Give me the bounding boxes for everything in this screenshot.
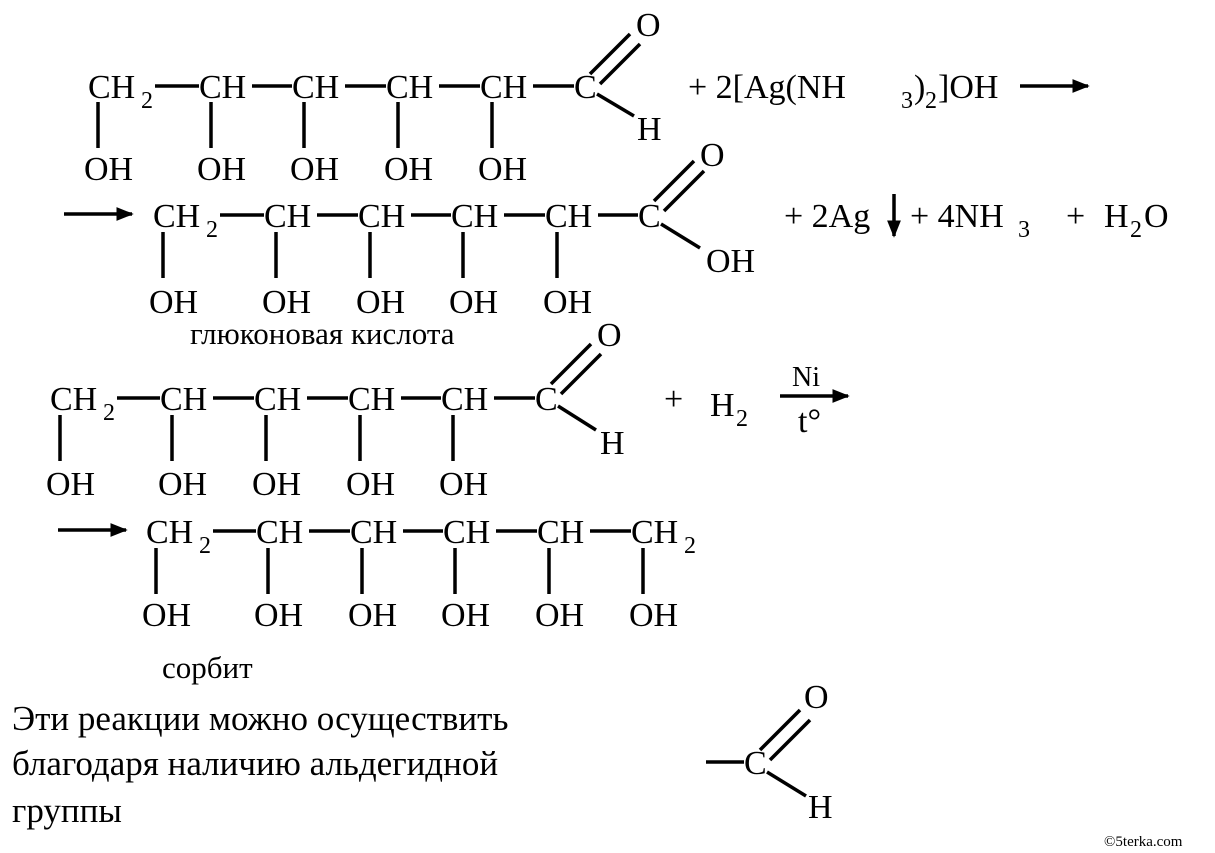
hydroxyl-group: OH [46, 466, 95, 503]
carbonyl-oxygen: O [597, 317, 622, 354]
carbonyl-oxygen: O [636, 7, 661, 44]
ch-group: CH [386, 69, 433, 106]
svg-text:2: 2 [736, 406, 748, 432]
ch-group: CH [350, 514, 397, 551]
hydroxyl-group: OH [449, 284, 498, 321]
svg-text:Эти реакции можно осуществить: Эти реакции можно осуществить [12, 699, 508, 738]
svg-text:CH: CH [50, 381, 97, 418]
svg-text:): ) [914, 69, 925, 106]
svg-text:+ 2[Ag(NH: + 2[Ag(NH [688, 69, 846, 106]
hydroxyl-group: OH [142, 597, 191, 634]
hydroxyl-group: OH [158, 466, 207, 503]
hydroxyl-group: OH [384, 151, 433, 188]
hydroxyl-group: OH [439, 466, 488, 503]
ch-group: CH [441, 381, 488, 418]
hydroxyl-group: OH [348, 597, 397, 634]
ch-group: CH [443, 514, 490, 551]
water-product: H [1104, 198, 1129, 235]
aldehyde-group: C O H [706, 679, 833, 826]
ch2-group: CH 2 [88, 69, 153, 114]
hydrogen-reagent: + H 2 [664, 381, 748, 432]
glucose-molecule-1: CH 2 CH CH CH CH C OH OH OH OH OH O H [84, 7, 662, 188]
svg-text:O: O [1144, 198, 1169, 235]
ch-group: CH [480, 69, 527, 106]
hydroxyl-group: OH [84, 151, 133, 188]
hydroxyl-group: OH [262, 284, 311, 321]
ch2-group: CH 2 [153, 198, 218, 243]
ch2-group: CH 2 [631, 514, 696, 559]
svg-text:2: 2 [1130, 217, 1142, 243]
svg-text:CH: CH [153, 198, 200, 235]
svg-text:2: 2 [684, 533, 696, 559]
hydroxyl-group: OH [346, 466, 395, 503]
aldehyde-hydrogen: H [637, 111, 662, 148]
svg-text:CH: CH [88, 69, 135, 106]
glucose-molecule-2: CH 2 CH CH CH CH C OH OH OH OH OH O H [46, 317, 625, 503]
aldehyde-carbon: C [744, 745, 767, 782]
hydroxyl-group: OH [290, 151, 339, 188]
ch-group: CH [199, 69, 246, 106]
catalyst-label: Ni [792, 362, 820, 393]
hydroxyl-group: OH [149, 284, 198, 321]
ch2-group: CH 2 [146, 514, 211, 559]
svg-text:CH: CH [146, 514, 193, 551]
hydroxyl-group: OH [441, 597, 490, 634]
silver-product: + 2Ag [784, 198, 870, 235]
sorbitol-label: сорбит [162, 650, 253, 685]
hydroxyl-group: OH [197, 151, 246, 188]
ch2-group: CH 2 [50, 381, 115, 426]
hydroxyl-group: OH [254, 597, 303, 634]
svg-text:]OH: ]OH [938, 69, 998, 106]
hydrogenation-arrow: Ni t° [780, 362, 850, 440]
svg-text:CH: CH [631, 514, 678, 551]
svg-text:благодаря наличию альдегидной: благодаря наличию альдегидной [12, 744, 498, 783]
carbonyl-oxygen: O [700, 137, 725, 174]
aldehyde-hydrogen: H [808, 789, 833, 826]
hydroxyl-group: OH [478, 151, 527, 188]
carboxyl-hydroxyl: OH [706, 243, 755, 280]
ch-group: CH [264, 198, 311, 235]
hydroxyl-group: OH [629, 597, 678, 634]
aldehyde-hydrogen: H [600, 425, 625, 462]
hydroxyl-group: OH [543, 284, 592, 321]
hydroxyl-group: OH [252, 466, 301, 503]
svg-text:3: 3 [1018, 217, 1030, 243]
sorbitol-molecule: CH 2 CH CH CH CH CH 2 OH OH OH OH OH OH [142, 514, 696, 634]
ch-group: CH [545, 198, 592, 235]
ch-group: CH [160, 381, 207, 418]
aldehyde-carbon: C [535, 381, 558, 418]
hydroxyl-group: OH [356, 284, 405, 321]
gluconic-acid-label: глюконовая кислота [190, 316, 455, 351]
svg-text:группы: группы [12, 791, 122, 830]
hydroxyl-group: OH [535, 597, 584, 634]
svg-text:2: 2 [206, 217, 218, 243]
svg-text:2: 2 [199, 533, 211, 559]
svg-text:3: 3 [901, 88, 913, 114]
ch-group: CH [256, 514, 303, 551]
carbonyl-oxygen: O [804, 679, 829, 716]
svg-text:H: H [710, 387, 735, 424]
svg-text:2: 2 [925, 88, 937, 114]
gluconic-acid-molecule: CH 2 CH CH CH CH C OH OH OH OH OH O OH [149, 137, 755, 321]
reaction1-products: + 2Ag + 4NH 3 + H 2 O [784, 194, 1169, 243]
ch-group: CH [451, 198, 498, 235]
ch-group: CH [358, 198, 405, 235]
svg-text:+: + [1066, 198, 1085, 235]
svg-text:+: + [664, 381, 683, 418]
carboxyl-carbon: C [638, 198, 661, 235]
watermark: ©5terka.com [1104, 834, 1183, 850]
ammonia-product: + 4NH [910, 198, 1004, 235]
conclusion-text: Эти реакции можно осуществить благодаря … [12, 699, 508, 830]
ch-group: CH [537, 514, 584, 551]
ch-group: CH [254, 381, 301, 418]
aldehyde-carbon: C [574, 69, 597, 106]
tollens-reagent: + 2[Ag(NH 3 ) 2 ]OH [688, 69, 998, 114]
svg-text:2: 2 [141, 88, 153, 114]
ch-group: CH [292, 69, 339, 106]
temperature-label: t° [798, 403, 821, 440]
ch-group: CH [348, 381, 395, 418]
svg-text:2: 2 [103, 400, 115, 426]
